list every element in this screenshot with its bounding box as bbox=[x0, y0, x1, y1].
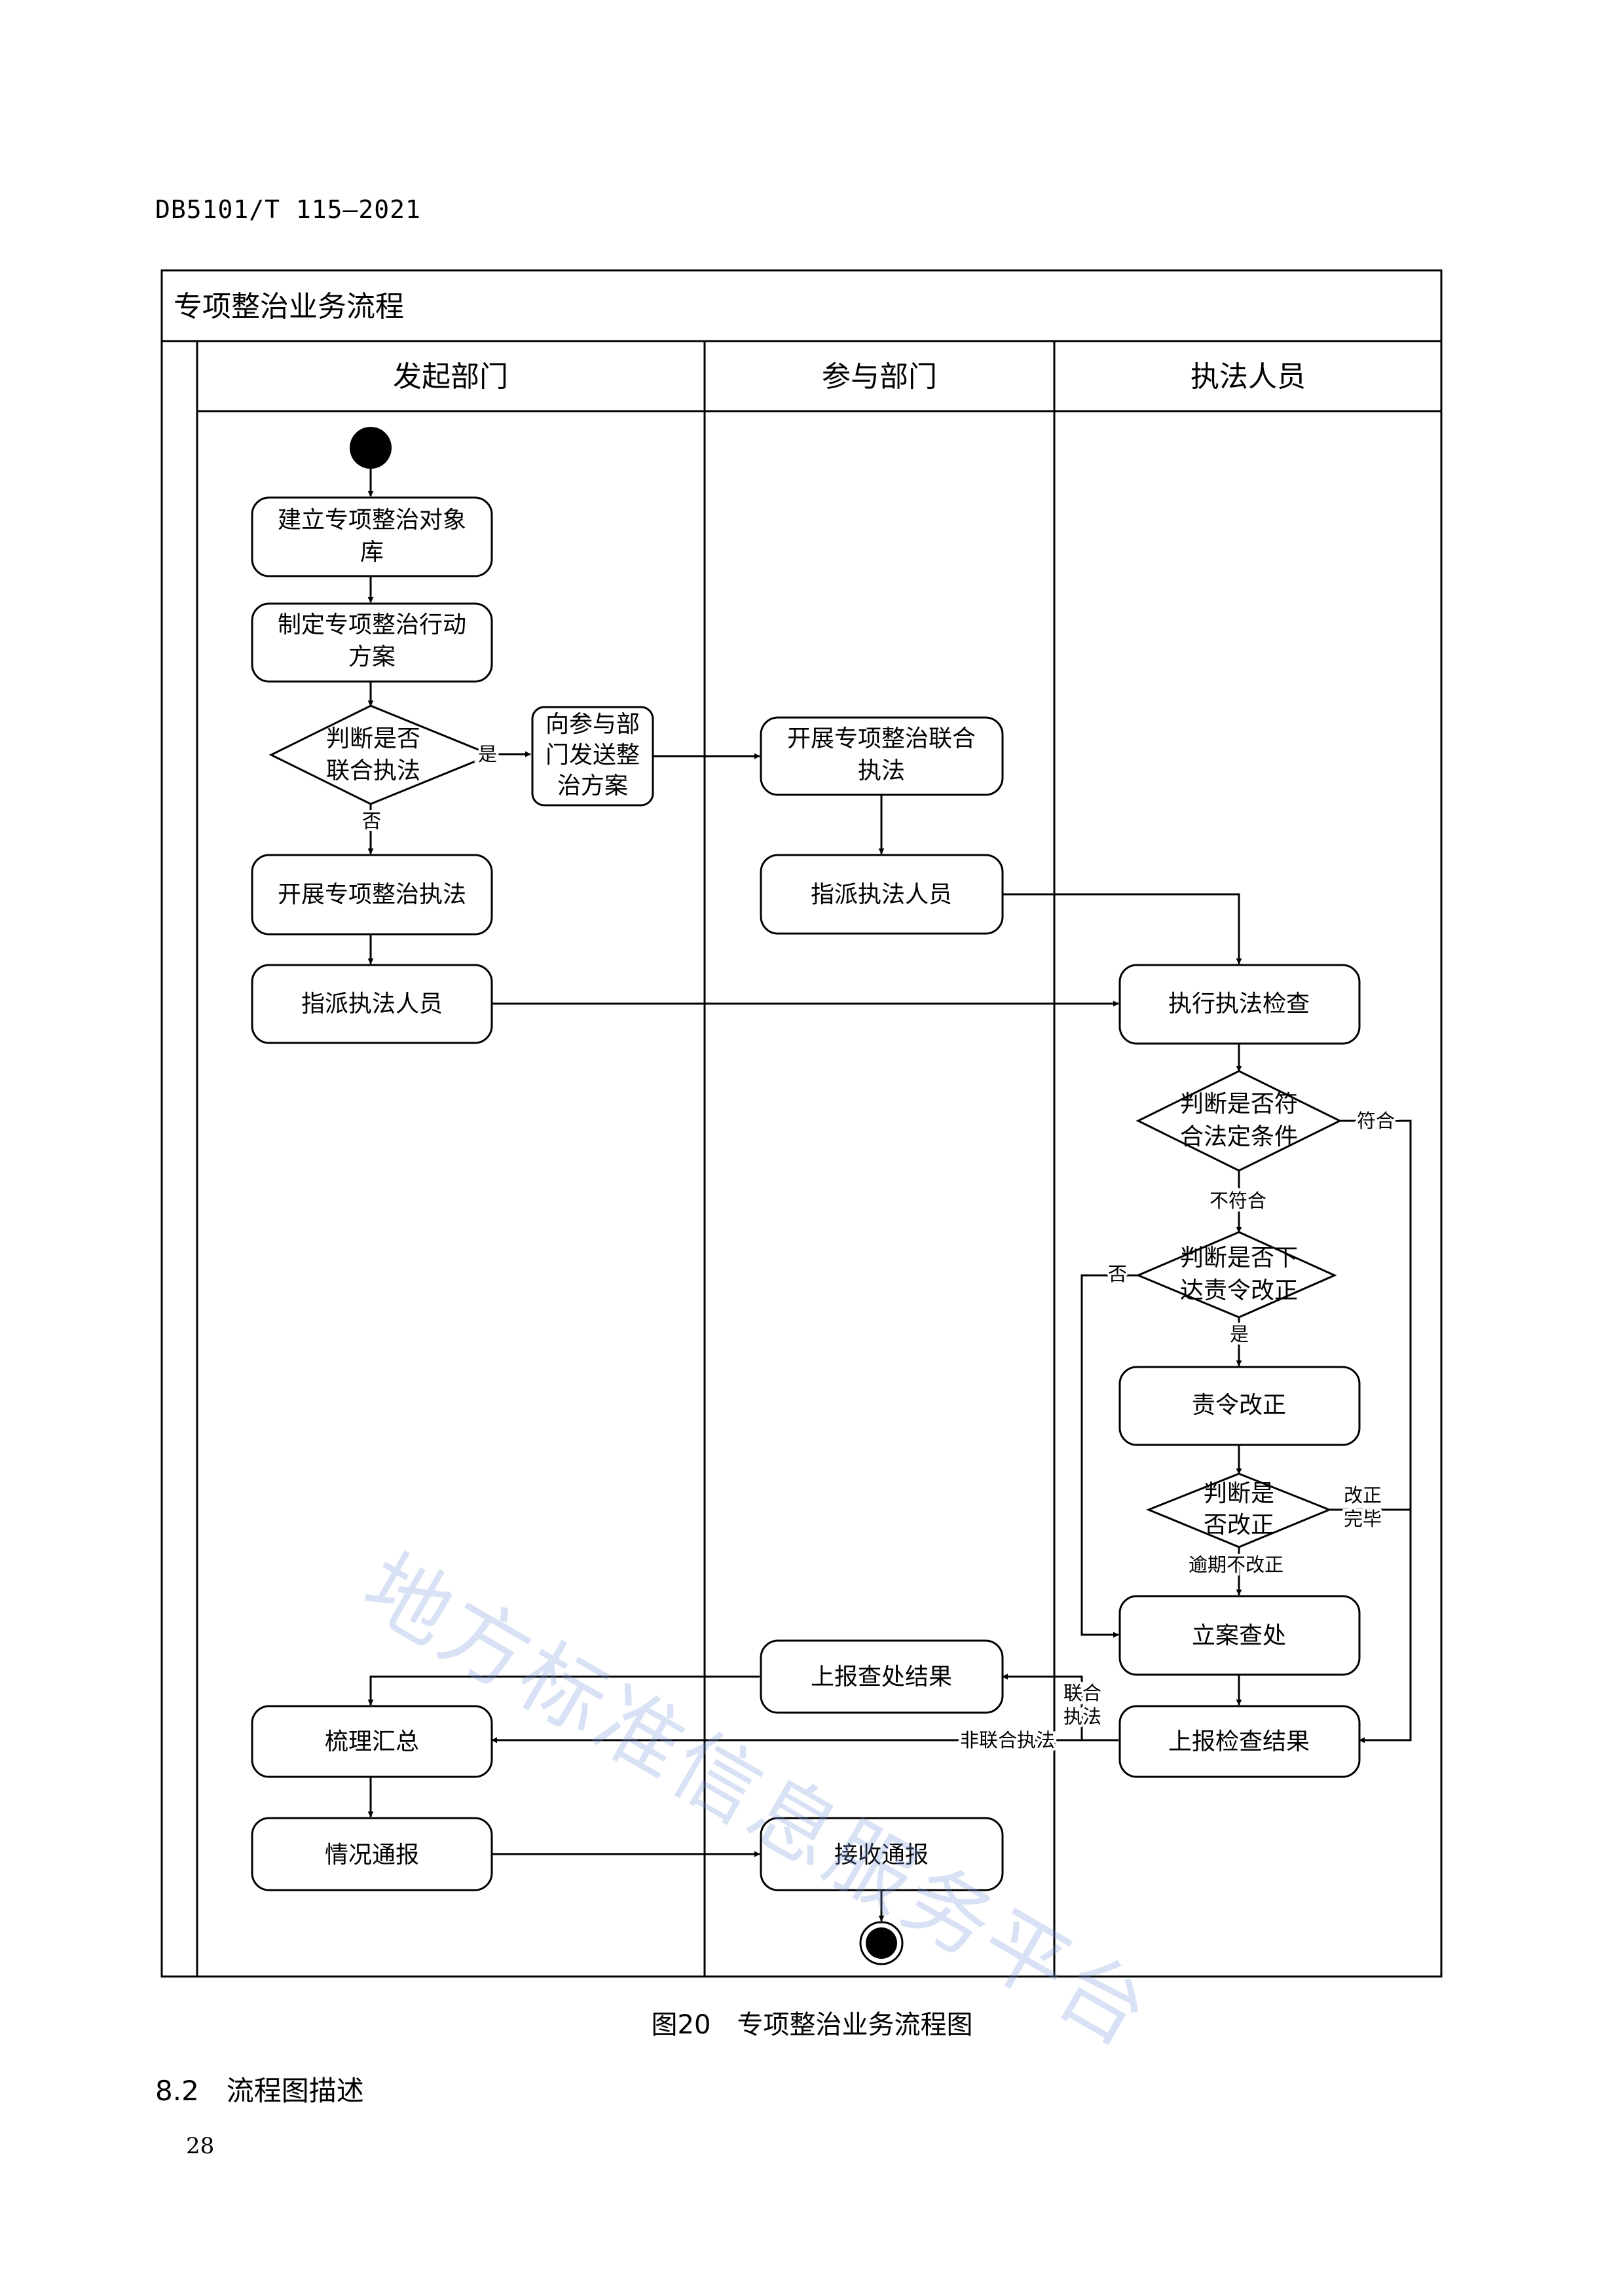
edge-label-joint-line2: 执法 bbox=[1063, 1705, 1101, 1728]
node-build-db bbox=[251, 496, 493, 577]
decision-joint bbox=[268, 704, 494, 805]
node-sort-sum bbox=[251, 1705, 493, 1778]
decision-joint-line1: 判断是否 bbox=[326, 725, 420, 752]
decision-order bbox=[1135, 1231, 1337, 1319]
node-assign-a bbox=[251, 964, 493, 1044]
node-build-db-line1: 建立专项整治对象 bbox=[278, 507, 466, 534]
decision-joint-line2: 联合执法 bbox=[326, 757, 420, 784]
figure-caption: 图20 专项整治业务流程图 bbox=[651, 2010, 973, 2040]
node-file-case bbox=[1118, 1595, 1361, 1676]
end-node bbox=[859, 1921, 904, 1965]
edge-label-nonjoint: 非联合执法 bbox=[960, 1729, 1055, 1751]
node-make-plan bbox=[251, 602, 493, 683]
node-exec-check bbox=[1118, 964, 1361, 1045]
edge-label-notfit: 不符合 bbox=[1209, 1190, 1266, 1212]
node-report-c-label: 上报检查结果 bbox=[1168, 1728, 1310, 1755]
node-make-plan-line2: 方案 bbox=[348, 644, 396, 670]
edge-legal-fit bbox=[1340, 1120, 1412, 1743]
node-send-plan-line2: 门发送整 bbox=[545, 742, 640, 769]
lane-header-participant: 参与部门 bbox=[822, 360, 937, 393]
node-report-b bbox=[760, 1639, 1004, 1714]
node-file-case-label: 立案查处 bbox=[1192, 1622, 1286, 1649]
edge-label-fit: 符合 bbox=[1357, 1110, 1395, 1132]
node-build-db-line2: 库 bbox=[360, 539, 384, 566]
node-sort-sum-label: 梳理汇总 bbox=[325, 1728, 419, 1755]
node-joint-enforce bbox=[760, 716, 1004, 796]
decision-order-line2: 达责令改正 bbox=[1180, 1277, 1298, 1304]
edge-label-overdue: 逾期不改正 bbox=[1189, 1554, 1283, 1576]
node-enforce-a-label: 开展专项整治执法 bbox=[278, 881, 466, 908]
node-assign-b bbox=[760, 854, 1004, 935]
edge-order-no bbox=[1080, 1274, 1138, 1638]
node-order-fix-label: 责令改正 bbox=[1192, 1392, 1286, 1419]
edge-reportb-sort bbox=[367, 1675, 760, 1705]
node-assign-b-label: 指派执法人员 bbox=[811, 881, 952, 908]
node-receive bbox=[760, 1817, 1004, 1891]
edge-label-fixed-line2: 完毕 bbox=[1344, 1508, 1382, 1530]
diagram-title: 专项整治业务流程 bbox=[174, 290, 404, 323]
node-notify-label: 情况通报 bbox=[325, 1842, 419, 1868]
node-joint-enforce-line1: 开展专项整治联合 bbox=[787, 725, 976, 752]
edge-label-yes1: 是 bbox=[478, 743, 497, 765]
edge-label-no1: 否 bbox=[362, 810, 381, 832]
node-report-c bbox=[1118, 1705, 1361, 1778]
section-heading: 8.2 流程图描述 bbox=[155, 2075, 364, 2107]
node-joint-enforce-line2: 执法 bbox=[858, 757, 905, 784]
node-make-plan-line1: 制定专项整治行动 bbox=[278, 611, 466, 638]
edge-label-yes2: 是 bbox=[1230, 1323, 1249, 1345]
page-number: 28 bbox=[186, 2133, 215, 2159]
node-send-plan-line3: 治方案 bbox=[557, 773, 628, 799]
node-notify bbox=[251, 1817, 493, 1891]
edge-label-joint-line1: 联合 bbox=[1063, 1682, 1101, 1704]
decision-order-line1: 判断是否下 bbox=[1180, 1245, 1298, 1271]
start-node bbox=[350, 427, 392, 469]
node-exec-check-label: 执行执法检查 bbox=[1168, 991, 1310, 1017]
edge-label-fixed-line1: 改正 bbox=[1344, 1484, 1382, 1506]
lane-header-enforcer: 执法人员 bbox=[1190, 360, 1306, 393]
decision-fixed bbox=[1146, 1472, 1332, 1548]
node-send-plan-line1: 向参与部 bbox=[545, 711, 640, 738]
document-code: DB5101/T 115—2021 bbox=[155, 195, 421, 224]
edge-assignb-check bbox=[1003, 893, 1242, 964]
swimlane-frame bbox=[160, 269, 1443, 1978]
decision-fixed-line2: 否改正 bbox=[1204, 1512, 1274, 1539]
node-enforce-a bbox=[251, 854, 493, 936]
lane-header-initiator: 发起部门 bbox=[393, 360, 508, 393]
node-assign-a-label: 指派执法人员 bbox=[301, 991, 443, 1017]
node-send-plan bbox=[531, 706, 654, 807]
decision-fixed-line1: 判断是 bbox=[1204, 1480, 1274, 1507]
node-report-b-label: 上报查处结果 bbox=[811, 1664, 952, 1690]
decision-legal bbox=[1135, 1070, 1342, 1172]
node-receive-label: 接收通报 bbox=[834, 1842, 929, 1868]
edge-label-no2: 否 bbox=[1108, 1263, 1127, 1285]
node-order-fix bbox=[1118, 1366, 1361, 1446]
decision-legal-line1: 判断是否符 bbox=[1180, 1091, 1298, 1118]
decision-legal-line2: 合法定条件 bbox=[1180, 1123, 1298, 1150]
